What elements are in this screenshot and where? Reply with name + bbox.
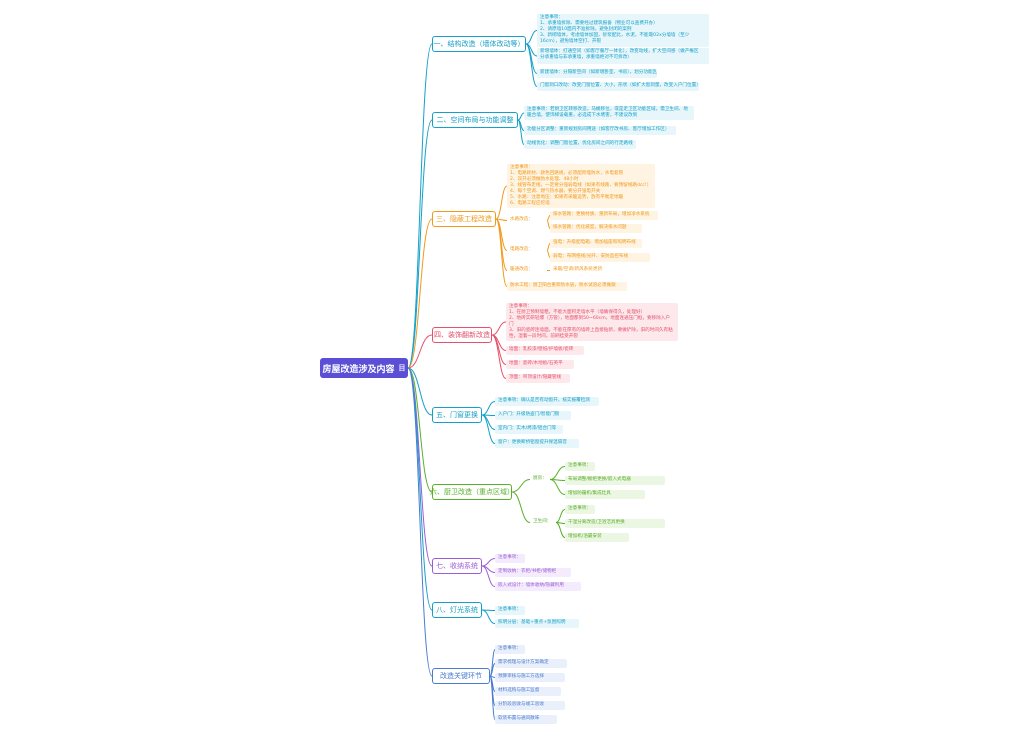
topic-node[interactable]: 门窗洞口改动：改变门窗位置、大小，形状（如扩大窗洞量，改变入户门位置） xyxy=(537,82,699,91)
subleaf-connector xyxy=(549,466,566,480)
branch-connector xyxy=(407,43,433,369)
topic-node[interactable]: 采暖/空调/新风系统更新 xyxy=(553,267,603,272)
note-node[interactable]: 注意事项： 1、电路耗材、颜色回路规，必须配跨埋防水，水电套管 2、双开必须做防… xyxy=(507,164,655,208)
topic-node[interactable]: 入户门：升级防盗门/智能门锁 xyxy=(495,411,571,420)
leaf-connector xyxy=(495,218,508,271)
leaf-connector xyxy=(481,565,496,587)
branch-node-b4[interactable]: 四、装饰翻新改造 xyxy=(432,327,492,343)
leaf-connector xyxy=(491,334,507,379)
topic-node[interactable]: 地面：瓷砖/木地板/石英平 xyxy=(506,360,574,369)
topic-node[interactable]: 水路改造： xyxy=(510,217,533,222)
branch-connector xyxy=(407,367,433,493)
note-node[interactable]: 注意事项： 1、在厨卫预制墙粗，不能大面积走墙水平（墙确保得久，处理好） 2、地… xyxy=(506,303,678,341)
leaf-connector xyxy=(491,321,507,336)
leaf-connector xyxy=(481,609,496,624)
leaf-connector xyxy=(481,401,496,416)
subleaf-connector xyxy=(546,250,551,258)
topic-node[interactable]: 照明分层：基础+重点+氛围照明 xyxy=(495,619,579,628)
branch-node-b9[interactable]: 改造关键环节 xyxy=(432,668,490,684)
topic-node[interactable]: 排水管路：更换材质、重新布局，增加净水系统 xyxy=(550,211,658,220)
topic-node[interactable]: 定制收纳：衣柜/书柜/储物柜 xyxy=(495,568,571,577)
branch-connector xyxy=(407,367,433,567)
topic-node[interactable]: 卫生间： xyxy=(533,519,552,524)
topic-node[interactable]: 注意事项： xyxy=(495,554,525,563)
topic-node[interactable]: 嵌入式设计：墙体收纳/隐藏利用 xyxy=(495,582,581,591)
topic-node[interactable]: 电路改造： xyxy=(510,247,533,252)
note-node[interactable]: 注意事项： 1、承重墙拆除、需要经过建筑报备（物业可以查费开办） 2、请原墙10… xyxy=(537,14,709,47)
topic-node[interactable]: 暖通改造： xyxy=(510,267,533,272)
topic-node[interactable]: 分阶段验收与竣工验收 xyxy=(495,701,565,710)
leaf-connector xyxy=(511,479,531,493)
topic-node[interactable]: 预算审核与施工方选择 xyxy=(495,673,565,682)
topic-node[interactable]: 厨房： xyxy=(533,476,547,481)
leaf-connector xyxy=(525,43,538,87)
subleaf-connector xyxy=(555,522,566,538)
topic-node[interactable]: 室内门：实木/烤漆/铝合门等 xyxy=(495,425,563,434)
topic-node[interactable]: 注意事项：确认是否有动窗开，核实报覆检测 xyxy=(495,397,599,406)
root-label: 房屋改造涉及内容 xyxy=(322,364,395,375)
branch-node-b1[interactable]: 一、结构改造（墙体改动等） xyxy=(432,36,526,52)
branch-connector xyxy=(407,367,433,677)
topic-node[interactable]: 注意事项： xyxy=(565,505,595,514)
topic-node[interactable]: 注意事项： xyxy=(495,645,525,654)
subleaf-connector xyxy=(555,509,566,523)
topic-node[interactable]: 注意事项： xyxy=(495,606,525,615)
topic-node[interactable]: 新建墙体：分隔新空间（如新增卧室、书房），划分功能区 xyxy=(537,69,657,78)
topic-node[interactable]: 防水工程：厨卫阳台重新防水层，防水试验必须做跟 xyxy=(507,282,627,291)
topic-node[interactable]: 墙面：乳胶漆/壁纸/护墙板/瓷砖 xyxy=(506,346,584,355)
leaf-connector xyxy=(481,558,496,567)
subleaf-connector xyxy=(546,220,551,229)
leaf-connector xyxy=(511,491,531,523)
leaf-connector xyxy=(525,43,538,74)
leaf-connector xyxy=(495,185,508,220)
branch-connector xyxy=(407,367,433,611)
leaf-connector xyxy=(525,30,538,45)
topic-node[interactable]: 动线优化：调整门窗位置，优化房间之间的行走路线 xyxy=(524,140,636,149)
branch-connector xyxy=(407,334,433,369)
topic-node[interactable]: 需求梳理与设计方案确定 xyxy=(495,659,567,668)
note-node[interactable]: 新增墙体：打通空间（如客厅餐厅一体化），改变动线，扩大空间感（做产権区 分承重墙… xyxy=(537,48,709,64)
topic-node[interactable]: 软装布置与通风散味 xyxy=(495,715,557,724)
topic-node[interactable]: 增加防霾机/集成灶具 xyxy=(565,490,645,499)
topic-node[interactable]: 弱电：布网络线/光纤、安防监控布线 xyxy=(550,253,650,262)
topic-node[interactable]: 干湿分离改造/卫浴洁具更换 xyxy=(565,519,665,528)
branch-node-b7[interactable]: 七、收纳系统 xyxy=(432,558,482,574)
topic-node[interactable]: 材料选购与施工监督 xyxy=(495,687,561,696)
topic-node[interactable]: 功能分区调整：重新规划房间用途（如客厅改书房、客厅增加工作区） xyxy=(524,126,676,135)
leaf-connector xyxy=(517,119,525,145)
topic-node[interactable]: 布局调整/橱柜更换/嵌入式电器 xyxy=(565,476,665,485)
topic-node[interactable]: 窗户：更换断桥铝窗提升保温隔音 xyxy=(495,439,579,448)
branch-connector xyxy=(407,119,433,369)
leaf-connector xyxy=(481,414,496,444)
branch-node-b3[interactable]: 三、隐蔽工程改造 xyxy=(432,211,496,227)
topic-node[interactable]: 顶面：吊顶设计/隐藏管线 xyxy=(506,374,570,383)
root-node[interactable]: 房屋改造涉及内容 目 xyxy=(320,358,408,378)
topic-node[interactable]: 增加机/浴霸安装 xyxy=(565,533,629,542)
topic-node[interactable]: 排水管路：优化坡度，解决排水问题 xyxy=(550,224,642,233)
branch-connector xyxy=(407,218,433,369)
topic-node[interactable]: 注意事项： xyxy=(565,462,595,471)
branch-node-b2[interactable]: 二、空间布局与功能调整 xyxy=(432,112,518,128)
branch-node-b6[interactable]: 六、厨卫改造（重点区域） xyxy=(430,484,514,500)
collapse-icon[interactable]: 目 xyxy=(398,364,406,372)
branch-connector xyxy=(407,367,433,416)
branch-node-b5[interactable]: 五、门窗更换 xyxy=(432,407,482,423)
leaf-connector xyxy=(489,675,496,720)
subleaf-connector xyxy=(549,479,566,495)
note-node[interactable]: 注意事项：若厨卫区转移改造，马桶移位，或是走卫区功能区域，需卫生间、地 暖合墙，… xyxy=(524,106,694,120)
topic-node[interactable]: 强电：升级配电箱、增加插座和照明布线 xyxy=(550,239,642,248)
branch-node-b8[interactable]: 八、灯光系统 xyxy=(432,602,482,618)
leaf-connector xyxy=(495,218,508,287)
